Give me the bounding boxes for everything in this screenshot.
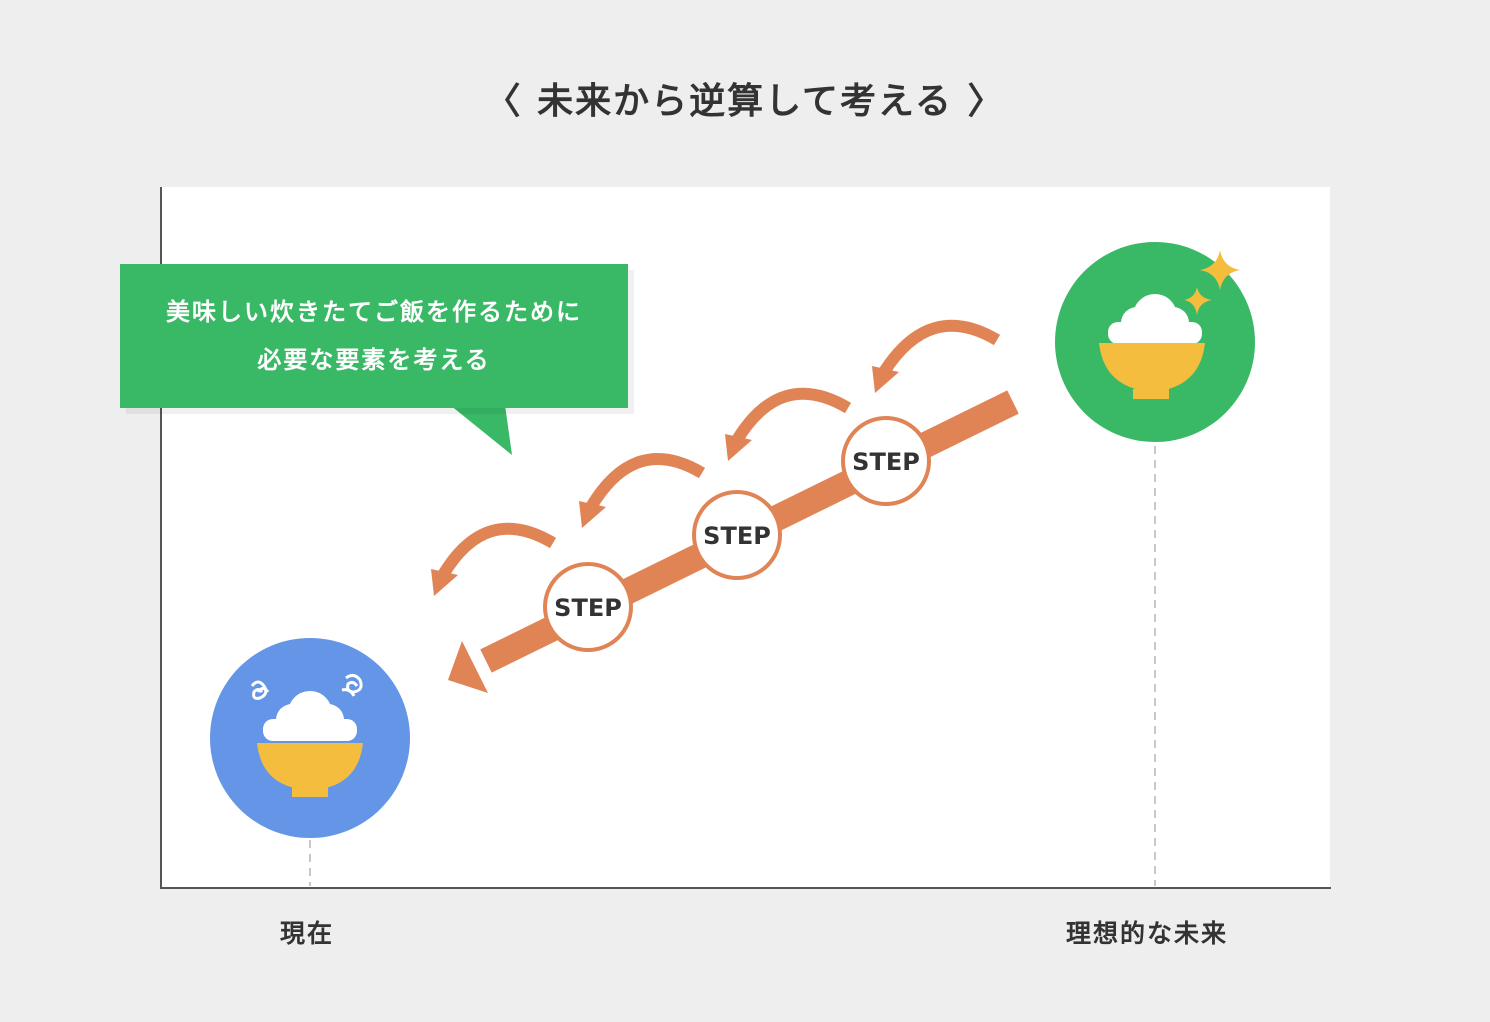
curved-arrow-3 [579,453,706,528]
step-circle-1 [543,562,633,652]
callout-line-1: 美味しい炊きたてご飯を作るために [166,298,582,326]
axis-label-present: 現在 [280,919,335,948]
curved-arrow-2 [725,387,852,461]
step-circle-3 [841,416,931,506]
step-label-1: STEP [554,594,622,622]
rice-bowl-dizzy-icon [210,638,410,838]
curved-arrow-1 [872,319,1001,393]
step-label-3: STEP [852,448,920,476]
rice-bowl-sparkle-icon [1055,242,1255,442]
step-label-2: STEP [703,522,771,550]
page-title: 〈 未来から逆算して考える 〉 [484,81,1006,122]
curved-arrow-4 [431,522,557,596]
callout-tail [450,405,512,455]
callout-line-2: 必要な要素を考える [257,346,491,374]
main-arrow-head [448,641,488,693]
axis-label-future: 理想的な未来 [1066,919,1229,948]
callout-bubble: 美味しい炊きたてご飯を作るために 必要な要素を考える [120,264,628,408]
step-circle-2 [692,490,782,580]
